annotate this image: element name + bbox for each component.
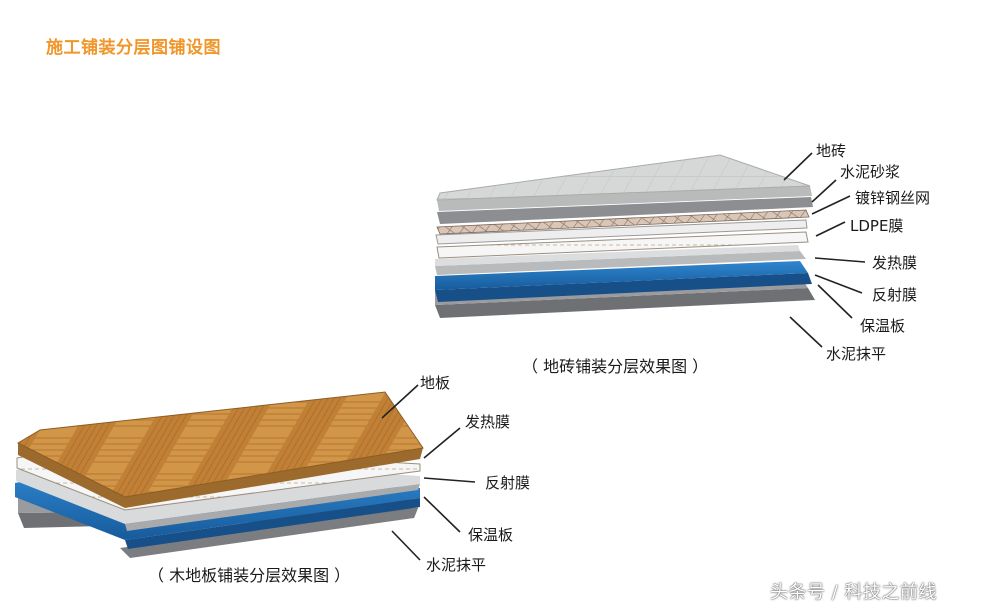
label-wood-floor-board: 地板 <box>420 374 450 392</box>
leader-insul <box>817 284 853 319</box>
label-tile-floor-tile: 地砖 <box>816 142 846 160</box>
label-tile-steel-mesh: 镀锌钢丝网 <box>855 189 930 207</box>
caption-tile-diagram: （ 地砖铺装分层效果图 ） <box>522 357 708 376</box>
label-wood-reflective-film: 反射膜 <box>485 474 530 492</box>
tile-stack-heating-film <box>436 231 809 259</box>
wood-labels: 地板 发热膜 反射膜 保温板 水泥抹平 （ 木地板铺装分层效果图 ） <box>148 374 530 585</box>
leader-mesh <box>811 195 851 215</box>
leader-wood-heating <box>423 427 461 459</box>
tile-stack-floor-tiles <box>436 154 812 211</box>
leader-heating <box>814 257 866 263</box>
leader-wood-cement <box>391 530 421 561</box>
label-tile-cement-mortar: 水泥砂浆 <box>840 163 900 181</box>
label-tile-reflective-film: 反射膜 <box>872 286 917 304</box>
tile-stack-steel-mesh <box>436 209 810 235</box>
label-tile-cement-leveling: 水泥抹平 <box>826 345 886 363</box>
leader-wood-insul <box>423 496 461 533</box>
label-tile-ldpe-film: LDPE膜 <box>850 217 903 235</box>
wood-stack-floor-board <box>16 391 424 508</box>
wood-layer-stack <box>15 391 424 558</box>
label-wood-heating-film: 发热膜 <box>465 413 510 431</box>
tile-stack-ldpe-film <box>435 219 808 245</box>
label-wood-insulation-board: 保温板 <box>468 526 513 544</box>
tile-stack-reflective-film <box>435 245 806 275</box>
leader-ldpe <box>815 221 846 237</box>
leader-mortar <box>811 179 837 203</box>
tile-labels: 地砖 水泥砂浆 镀锌钢丝网 LDPE膜 发热膜 反射膜 保温板 水泥抹平 （ 地… <box>522 142 930 376</box>
leader-cement <box>789 316 823 348</box>
leader-wood-reflect <box>423 477 476 483</box>
watermark: 头条号 / 科技之前线 <box>770 582 938 603</box>
caption-wood-diagram: （ 木地板铺装分层效果图 ） <box>148 566 350 585</box>
tile-stack-insulation-board <box>435 261 812 302</box>
leader-tile <box>783 152 813 181</box>
tile-leader-lines <box>783 152 866 348</box>
label-tile-heating-film: 发热膜 <box>872 254 917 272</box>
leader-reflect <box>814 274 863 294</box>
wood-leader-lines <box>381 384 476 561</box>
tile-stack-cement-mortar <box>437 197 813 224</box>
tile-layer-stack <box>435 154 815 318</box>
label-wood-cement-leveling: 水泥抹平 <box>426 556 486 574</box>
page-title: 施工铺装分层图铺设图 <box>46 38 221 58</box>
leader-wood-board <box>381 384 419 419</box>
label-tile-insulation-board: 保温板 <box>860 317 905 335</box>
